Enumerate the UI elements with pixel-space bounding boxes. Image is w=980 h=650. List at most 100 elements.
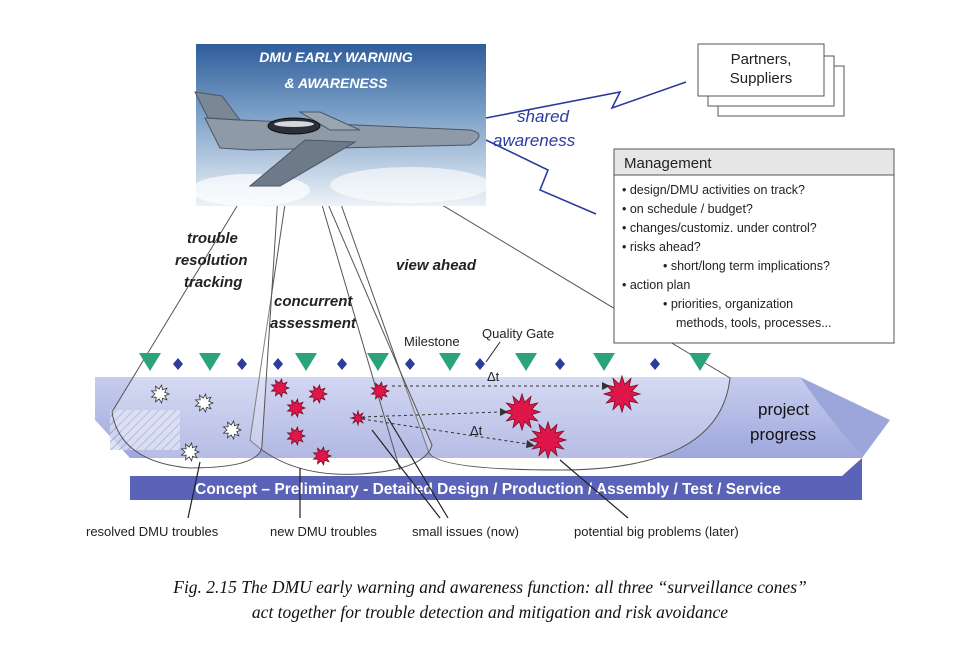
quality-gate-triangle: [199, 353, 221, 371]
management-link: [485, 139, 597, 215]
management-item-7: • priorities, organization: [663, 297, 793, 311]
dt-arrowhead-3: [526, 440, 535, 448]
trouble-label-3: tracking: [184, 274, 242, 291]
trouble-tracking-cone: trouble resolution tracking: [111, 131, 283, 469]
airplane-tail: [194, 91, 242, 121]
partners-box: Partners, Suppliers: [697, 43, 845, 117]
partners-box-front: [697, 43, 825, 97]
management-frame: [613, 148, 895, 344]
new-trouble-icon: [286, 426, 307, 446]
awacs-banner: DMU EARLY WARNING & AWARENESS: [190, 44, 490, 206]
milestone-diamond: [237, 358, 247, 370]
quality-gate-pointer: [485, 341, 501, 363]
management-item-2: • on schedule / budget?: [622, 202, 753, 216]
label-new-troubles: new DMU troubles: [270, 524, 377, 539]
management-title: Management: [624, 155, 712, 172]
figure-caption: Fig. 2.15 The DMU early warning and awar…: [0, 575, 980, 625]
quality-gate-triangle: [439, 353, 461, 371]
trouble-label-2: resolution: [175, 252, 248, 269]
caption-line-1: Fig. 2.15 The DMU early warning and awar…: [173, 577, 807, 597]
milestone-label: Milestone: [404, 334, 460, 349]
concurrent-label-1: concurrent: [274, 293, 353, 310]
delta-t-label-2: Δt: [470, 423, 483, 438]
shared-awareness-link: [485, 81, 687, 119]
issue-stars: [150, 374, 642, 466]
new-trouble-icon: [370, 381, 391, 401]
management-item-1: • design/DMU activities on track?: [622, 183, 805, 197]
band-arrow-tip: [800, 377, 890, 458]
resolved-trouble-icon: [180, 442, 201, 462]
partners-label-2: Suppliers: [730, 70, 793, 87]
small-issue-icon: [349, 409, 367, 427]
management-item-6: • action plan: [622, 278, 690, 292]
airplane-wing-far: [298, 111, 361, 131]
label-potential-problems: potential big problems (later): [574, 524, 739, 539]
concurrent-outline: [249, 128, 433, 475]
quality-gate-triangle: [295, 353, 317, 371]
band-top: [95, 377, 862, 458]
new-trouble-icon: [270, 378, 291, 398]
management-item-5: • short/long term implications?: [663, 259, 830, 273]
banner-line-1: DMU EARLY WARNING: [259, 49, 413, 65]
new-trouble-icon: [286, 398, 307, 418]
milestone-markers: [139, 353, 711, 371]
concurrent-label-2: assessment: [270, 315, 357, 332]
trouble-outline: [111, 131, 283, 469]
management-box: Management • design/DMU activities on tr…: [613, 148, 895, 344]
new-trouble-icon: [308, 384, 329, 404]
milestone-diamond: [337, 358, 347, 370]
milestone-diamond: [475, 358, 485, 370]
progress-band: Concept – Preliminary - Detailed Design …: [95, 377, 890, 500]
progress-label-2: progress: [750, 425, 816, 444]
milestone-diamond: [273, 358, 283, 370]
dt-arrowhead-1: [602, 382, 610, 390]
dt-arrowhead-2: [500, 408, 508, 416]
quality-gate-triangle: [139, 353, 161, 371]
big-problem-icon: [528, 420, 568, 460]
delta-t-arrowheads: [500, 382, 610, 448]
shared-awareness-label-2: awareness: [493, 131, 576, 150]
airplane: [194, 91, 480, 187]
management-item-4: • risks ahead?: [622, 240, 701, 254]
progress-label-1: project: [758, 400, 809, 419]
quality-gate-triangle: [593, 353, 615, 371]
label-small-issues: small issues (now): [412, 524, 519, 539]
airplane-wing: [248, 139, 357, 187]
pointer-small-2: [387, 417, 449, 519]
management-header: [613, 148, 895, 176]
view-ahead-label: view ahead: [396, 257, 477, 274]
label-resolved-troubles: resolved DMU troubles: [86, 524, 219, 539]
management-item-8: methods, tools, processes...: [676, 316, 832, 330]
caption-line-2: act together for trouble detection and m…: [251, 602, 729, 622]
milestone-diamond: [405, 358, 415, 370]
quality-gate-triangle: [689, 353, 711, 371]
resolved-trouble-icon: [194, 393, 215, 413]
delta-t-label-1: Δt: [487, 369, 500, 384]
management-item-3: • changes/customiz. under control?: [622, 221, 817, 235]
resolved-trouble-icon: [150, 384, 171, 404]
milestone-diamond: [650, 358, 660, 370]
pointer-resolved: [187, 461, 201, 519]
concurrent-assessment-cone: concurrent assessment: [249, 128, 433, 475]
partners-label-1: Partners,: [731, 51, 792, 68]
phase-bar-label: Concept – Preliminary - Detailed Design …: [195, 481, 781, 498]
milestone-diamond: [173, 358, 183, 370]
shared-awareness-label-1: shared: [517, 107, 570, 126]
dt-arrow-2: [361, 411, 501, 418]
hatched-area: [110, 410, 180, 450]
phase-bar: [130, 458, 862, 500]
dt-arrow-3: [361, 418, 529, 445]
label-pointers: [187, 417, 629, 519]
milestone-diamond: [555, 358, 565, 370]
quality-gate-label: Quality Gate: [482, 326, 554, 341]
quality-gate-triangle: [367, 353, 389, 371]
quality-gate-triangle: [515, 353, 537, 371]
new-trouble-icon: [312, 446, 333, 466]
delta-t-arrows: [361, 385, 602, 445]
big-problem-icon: [602, 374, 642, 414]
radome-highlight: [274, 121, 314, 127]
cloud-2: [330, 167, 490, 203]
banner-line-2: & AWARENESS: [285, 75, 389, 91]
pointer-small-1: [371, 429, 441, 519]
